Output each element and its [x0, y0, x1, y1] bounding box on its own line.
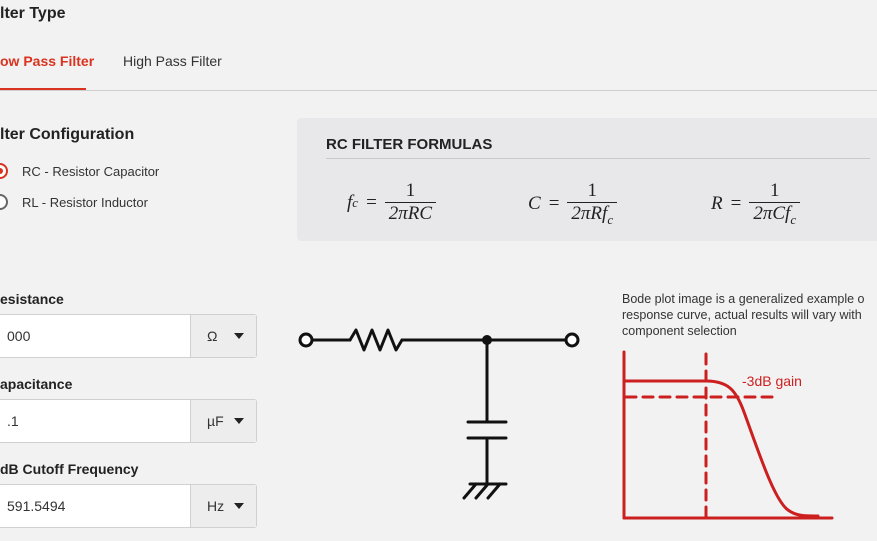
tab-low-pass-filter[interactable]: ow Pass Filter [0, 53, 95, 69]
radio-rl-unselected-icon[interactable] [0, 194, 8, 210]
capacitance-label: apacitance [0, 376, 73, 392]
capacitance-unit-select[interactable]: µF [190, 400, 256, 442]
capacitance-field: µF [0, 399, 257, 443]
cutoff-frequency-label: dB Cutoff Frequency [0, 461, 139, 477]
output-terminal-icon [564, 332, 580, 348]
radio-rl[interactable]: RL - Resistor Inductor [0, 194, 148, 210]
rc-circuit-diagram [298, 328, 580, 500]
cutoff-frequency-field: Hz [0, 484, 257, 528]
input-terminal-icon [298, 332, 314, 348]
filter-type-title: lter Type [0, 5, 66, 22]
bode-response-curve [622, 379, 820, 518]
bode-note: Bode plot image is a generalized example… [622, 292, 865, 338]
cutoff-unit-select[interactable]: Hz [190, 485, 256, 527]
capacitance-unit-label: µF [207, 413, 224, 429]
radio-rl-label: RL - Resistor Inductor [22, 194, 148, 210]
radio-rc-label: RC - Resistor Capacitor [22, 163, 160, 179]
resistance-input[interactable] [0, 315, 190, 357]
capacitance-input[interactable] [0, 400, 190, 442]
bode-plot [622, 350, 834, 520]
chevron-down-icon [234, 333, 244, 339]
resistance-label: esistance [0, 291, 64, 307]
formula-c: C = 1 2πRfc [528, 180, 618, 228]
formulas-title: RC FILTER FORMULAS [326, 136, 493, 153]
cutoff-unit-label: Hz [207, 498, 225, 514]
radio-rc-selected-icon[interactable] [0, 163, 8, 179]
resistor-icon [348, 328, 404, 352]
radio-rc[interactable]: RC - Resistor Capacitor [0, 163, 159, 179]
active-tab-indicator [0, 88, 86, 91]
resistance-field: Ω [0, 314, 257, 358]
chevron-down-icon [234, 418, 244, 424]
formulas-divider [326, 158, 870, 159]
cutoff-frequency-input[interactable] [0, 485, 190, 527]
formula-r: R = 1 2πCfc [711, 180, 801, 228]
filter-configuration-title: lter Configuration [0, 126, 135, 143]
chevron-down-icon [234, 503, 244, 509]
tabs-divider [0, 90, 877, 91]
bode-gain-label: -3dB gain [742, 373, 802, 389]
junction-node [482, 335, 492, 345]
tab-high-pass-filter[interactable]: High Pass Filter [123, 53, 222, 69]
resistance-unit-select[interactable]: Ω [190, 315, 256, 357]
resistance-unit-label: Ω [207, 328, 218, 344]
